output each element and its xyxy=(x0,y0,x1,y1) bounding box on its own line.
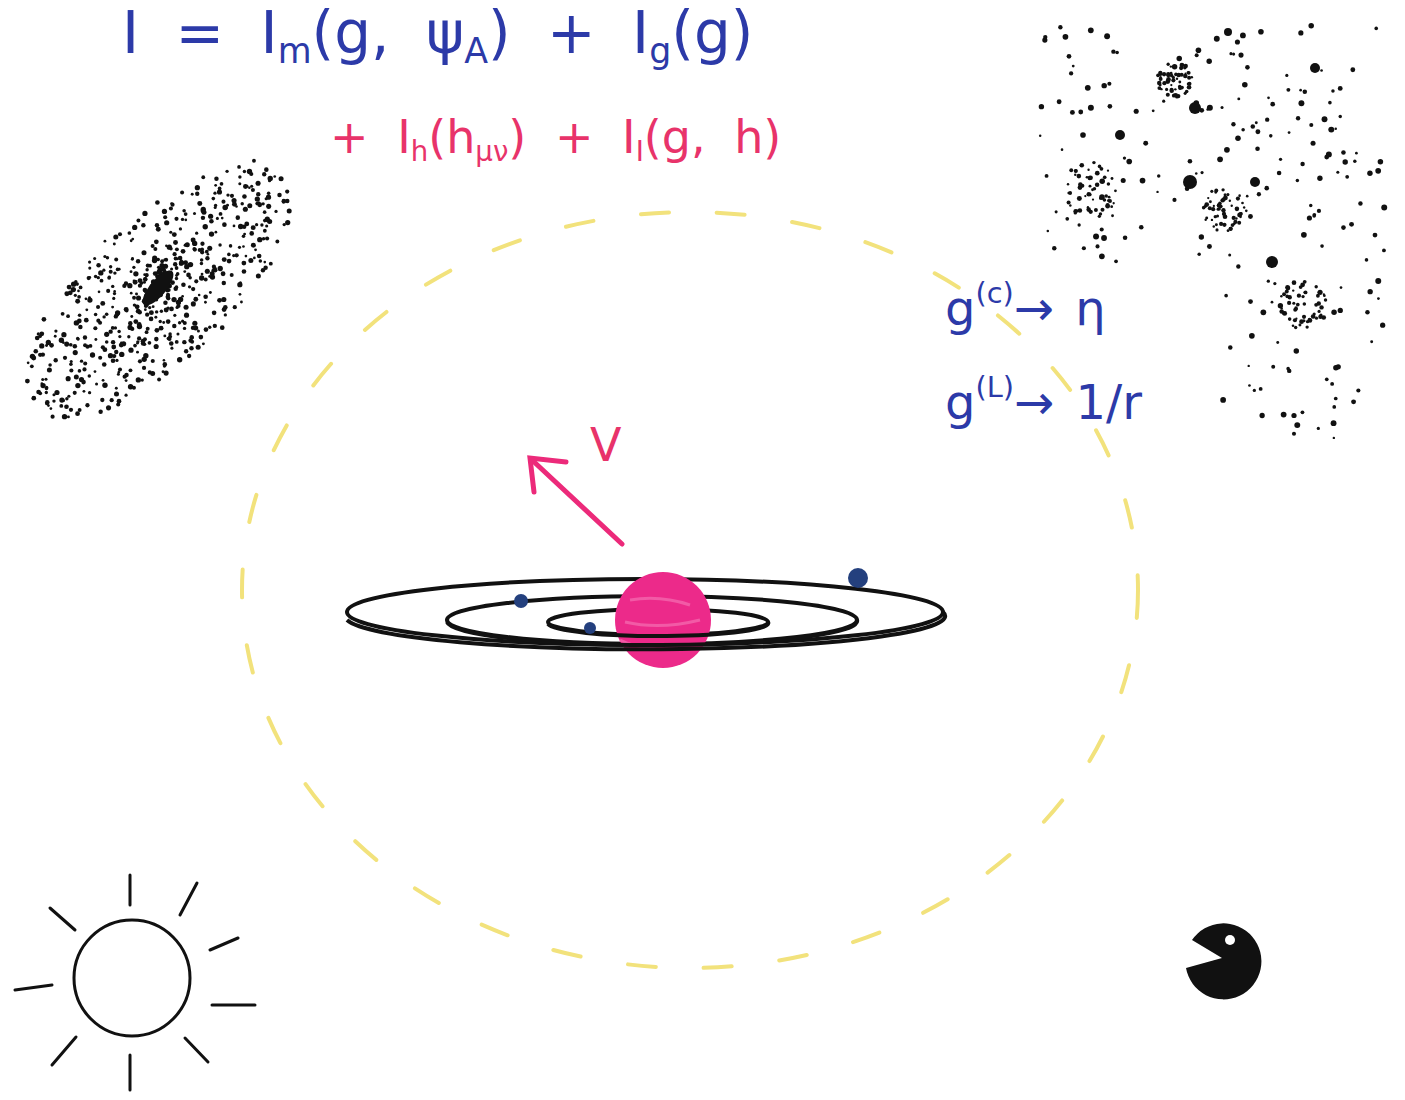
formula-text: V xyxy=(590,418,621,472)
formula-line: V xyxy=(590,420,621,471)
formula-text: g xyxy=(945,374,975,430)
planet xyxy=(848,568,868,588)
central-star xyxy=(615,572,711,668)
formula-text: + I xyxy=(330,110,411,164)
formula-text: ) + I xyxy=(488,0,649,67)
formula-text: (g, h) xyxy=(644,110,782,164)
formula-line: g(c)→ η xyxy=(945,278,1106,334)
index-label: g xyxy=(649,31,671,71)
formula-text: → 1/r xyxy=(1014,374,1142,430)
index-label: (c) xyxy=(975,276,1013,310)
formula-text: (g) xyxy=(671,0,753,67)
planet xyxy=(514,594,528,608)
index-label: I xyxy=(636,135,644,168)
formula-text: I = I xyxy=(122,0,278,67)
galaxy-drawing xyxy=(25,159,292,420)
formula-text: → η xyxy=(1014,280,1106,336)
formula-line: + Ih(hμν) + II(g, h) xyxy=(330,112,781,168)
index-label: μν xyxy=(475,135,508,168)
formula-line: g(L)→ 1/r xyxy=(945,372,1142,428)
sun-symbol xyxy=(15,875,255,1090)
planet xyxy=(584,622,596,634)
index-label: m xyxy=(278,31,312,71)
formula-line: I = Im(g, ψA) + Ig(g) xyxy=(122,2,753,71)
formula-text: ) + I xyxy=(508,110,635,164)
formula-text: (g, ψ xyxy=(312,0,465,67)
index-label: h xyxy=(411,135,429,168)
black-hole-symbol xyxy=(1186,923,1261,999)
index-label: (L) xyxy=(975,370,1014,404)
formula-text: (h xyxy=(428,110,475,164)
formula-text: g xyxy=(945,280,975,336)
solar-system xyxy=(347,568,945,668)
dashed-boundary xyxy=(242,212,1138,968)
index-label: A xyxy=(464,31,488,71)
